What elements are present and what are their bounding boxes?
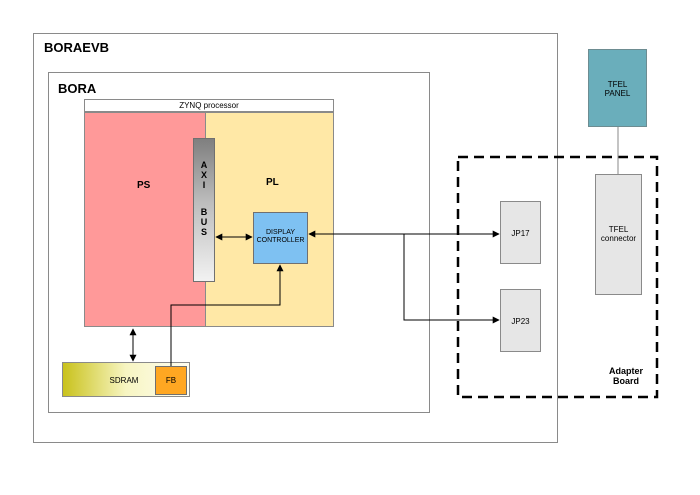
display-controller-line1: DISPLAY xyxy=(265,229,296,236)
adapter-board-line2: Board xyxy=(612,376,639,386)
jp17-label: JP17 xyxy=(511,229,530,238)
display-controller-line2: CONTROLLER xyxy=(256,237,305,244)
fb-block xyxy=(155,366,187,395)
pl-label: PL xyxy=(266,177,279,188)
ps-block xyxy=(84,112,206,327)
sdram-label: SDRAM xyxy=(109,376,139,385)
bora-title: BORA xyxy=(58,81,97,96)
boraevb-title: BORAEVB xyxy=(44,40,110,55)
tfel-connector-line1: TFEL xyxy=(608,225,629,234)
bus-label: B U S xyxy=(200,207,208,237)
zynq-header: ZYNQ processor xyxy=(84,99,334,112)
adapter-board-line1: Adapter xyxy=(608,366,643,376)
axi-label: A X I xyxy=(200,160,208,190)
display-controller xyxy=(253,212,308,264)
tfel-connector-line2: connector xyxy=(600,234,637,243)
ps-label: PS xyxy=(137,180,151,191)
fb-label: FB xyxy=(165,376,177,385)
jp23-label: JP23 xyxy=(511,317,530,326)
tfel-panel-line1: TFEL xyxy=(607,80,628,89)
tfel-panel xyxy=(588,49,647,127)
tfel-panel-line2: PANEL xyxy=(604,89,631,98)
